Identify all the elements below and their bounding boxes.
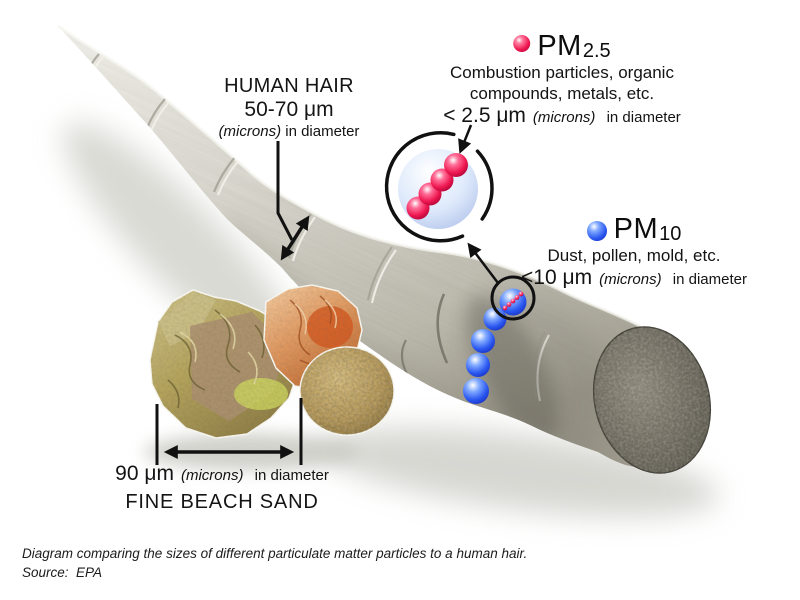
hair-label-note: (microns) in diameter bbox=[218, 123, 360, 140]
pm25-particles-magnified bbox=[406, 153, 468, 220]
pm25-icon bbox=[513, 34, 531, 52]
pm10-icon bbox=[586, 221, 607, 241]
caption-line2: Source: EPA bbox=[22, 565, 103, 580]
annotations bbox=[155, 124, 499, 465]
sand-label-block: 90 μm(microns) in diameter FINE BEACH SA… bbox=[115, 462, 329, 514]
hair-label: HUMAN HAIR 50-70 μm (microns) in diamete… bbox=[219, 74, 360, 141]
magnifier-ring bbox=[384, 131, 494, 243]
sand-grain-large bbox=[149, 289, 299, 439]
sand-size-line: 90 μm(microns) in diameter bbox=[115, 462, 329, 485]
pm25-mini-dots bbox=[502, 291, 524, 311]
caption-line1: Diagram comparing the sizes of different… bbox=[22, 546, 528, 561]
beach-sand-grains bbox=[149, 284, 395, 439]
pm10-highlight-circle bbox=[490, 275, 536, 321]
pm10-desc-line1: Dust, pollen, mold, etc. bbox=[547, 246, 721, 265]
pm25-size-line: < 2.5 μm(microns) in diameter bbox=[443, 104, 681, 127]
pm10-size-line: <10 μm(microns) in diameter bbox=[521, 266, 747, 289]
hair-diameter-arrow bbox=[280, 215, 310, 261]
pm10-particle-chain bbox=[463, 307, 507, 404]
sand-grain-round bbox=[299, 346, 395, 436]
pm25-desc-line2: compounds, metals, etc. bbox=[469, 84, 655, 103]
hair-cut-face bbox=[592, 326, 712, 474]
pm25-pointer-arrow bbox=[458, 124, 473, 154]
magnifier-pointer-arrow bbox=[467, 242, 499, 284]
pm25-magnifier bbox=[384, 131, 494, 243]
sand-title: FINE BEACH SAND bbox=[125, 491, 319, 513]
pm25-desc-line1: Combustion particles, organic bbox=[450, 63, 674, 82]
hair-label-title: HUMAN HAIR bbox=[224, 75, 354, 97]
hair-label-size: 50-70 μm bbox=[244, 98, 334, 121]
